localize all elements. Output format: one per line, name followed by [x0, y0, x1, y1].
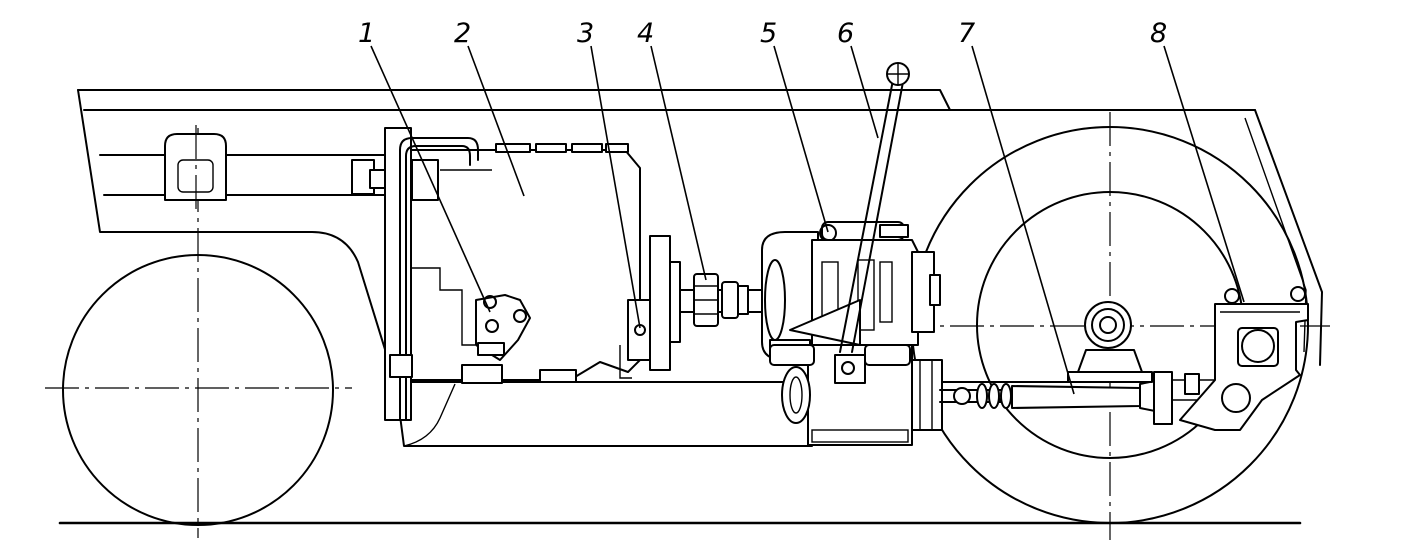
leader-line-1 — [370, 45, 491, 313]
shaft-coupling — [679, 273, 763, 327]
front-beam — [99, 125, 391, 215]
callout-2: 2 — [454, 18, 471, 49]
output-flange — [619, 235, 681, 379]
leader-line-4 — [650, 45, 707, 281]
final-drive-housing — [1179, 286, 1309, 431]
leader-line-6 — [850, 45, 879, 139]
callout-1: 1 — [358, 18, 375, 49]
callout-labels: 1 2 3 4 5 6 7 8 — [358, 18, 1167, 49]
callout-4: 4 — [637, 18, 654, 49]
clutch-drum — [761, 231, 819, 361]
leader-line-5 — [773, 45, 829, 233]
callout-3: 3 — [577, 18, 594, 49]
gearbox — [384, 127, 641, 421]
leader-line-2 — [467, 45, 525, 197]
leader-line-7 — [971, 45, 1075, 395]
chassis-frame — [77, 89, 1323, 447]
leader-line-3 — [590, 45, 641, 329]
transmission-housing — [769, 239, 943, 446]
leader-line-8 — [1163, 45, 1245, 303]
callout-5: 5 — [760, 18, 777, 49]
leader-lines — [370, 45, 1245, 395]
roller-hub — [1067, 301, 1153, 383]
callout-8: 8 — [1150, 18, 1167, 49]
callout-7: 7 — [958, 18, 975, 49]
callout-6: 6 — [837, 18, 854, 49]
shift-lever — [839, 62, 910, 353]
drive-shaft — [939, 371, 1215, 425]
